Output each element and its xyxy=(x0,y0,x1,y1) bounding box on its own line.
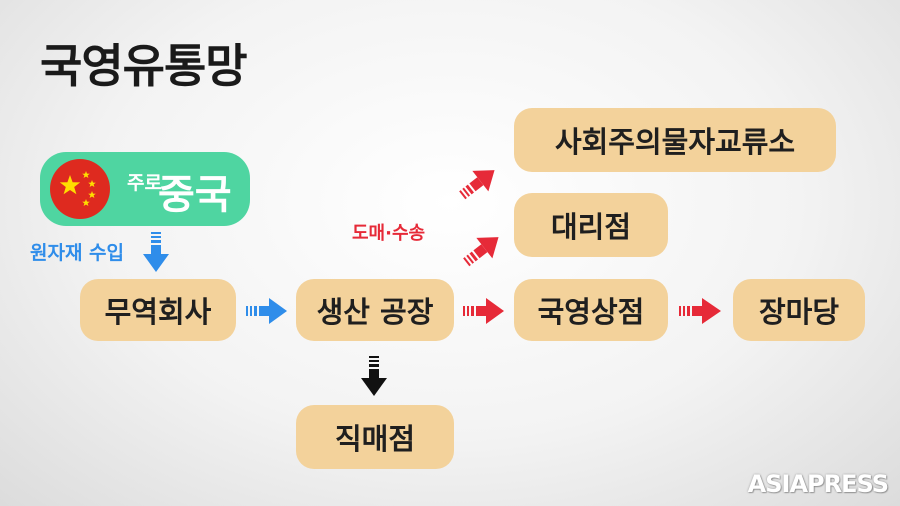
arrow-to-agency xyxy=(463,237,499,267)
page-title: 국영유통망 xyxy=(40,39,248,93)
arrow-factory-to-store xyxy=(463,298,504,324)
arrow-factory-to-direct xyxy=(361,356,387,396)
node-market: 장마당 xyxy=(733,279,865,341)
node-trading-company: 무역회사 xyxy=(80,279,236,341)
node-agency: 대리점 xyxy=(514,193,668,257)
arrow-store-to-market xyxy=(679,298,721,324)
import-label: 원자재 수입 xyxy=(30,242,125,264)
node-state-store: 국영상점 xyxy=(514,279,668,341)
node-direct-store: 직매점 xyxy=(296,405,454,469)
china-badge: 주로 중국 xyxy=(40,152,250,226)
china-prefix: 주로 xyxy=(127,172,162,194)
china-country: 중국 xyxy=(158,172,232,218)
china-flag-icon xyxy=(50,159,110,219)
arrow-to-exchange xyxy=(459,170,495,200)
import-arrow xyxy=(143,232,169,272)
arrow-trading-to-factory xyxy=(246,298,287,324)
asiapress-watermark: ASIAPRESS xyxy=(747,470,889,498)
node-exchange: 사회주의물자교류소 xyxy=(514,108,836,172)
wholesale-label: 도매·수송 xyxy=(352,223,426,244)
node-factory: 생산 공장 xyxy=(296,279,454,341)
